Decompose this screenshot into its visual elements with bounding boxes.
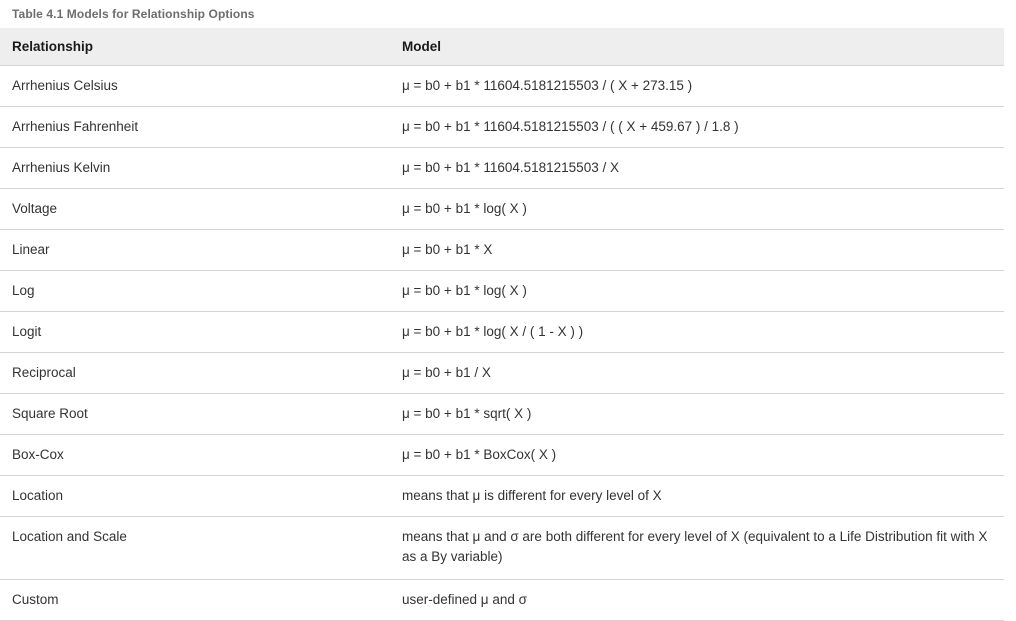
cell-relationship: Arrhenius Celsius: [0, 65, 390, 107]
table-caption: Table 4.1 Models for Relationship Option…: [12, 7, 255, 21]
cell-relationship: Custom: [0, 579, 390, 621]
cell-model: μ = b0 + b1 * log( X ): [390, 188, 1004, 230]
cell-relationship: Linear: [0, 229, 390, 271]
cell-relationship: Arrhenius Fahrenheit: [0, 106, 390, 148]
cell-model: μ = b0 + b1 * BoxCox( X ): [390, 434, 1004, 476]
table-header: Relationship Model: [0, 28, 1004, 66]
cell-model: user-defined μ and σ: [390, 579, 1004, 621]
cell-model: μ = b0 + b1 * sqrt( X ): [390, 393, 1004, 435]
table-header-row: Relationship Model: [0, 28, 1004, 66]
cell-relationship: Location: [0, 475, 390, 517]
cell-relationship: Box-Cox: [0, 434, 390, 476]
cell-model: means that μ and σ are both different fo…: [390, 516, 1004, 580]
column-header-relationship: Relationship: [0, 28, 390, 66]
cell-model: μ = b0 + b1 * 11604.5181215503 / X: [390, 147, 1004, 189]
cell-relationship: Reciprocal: [0, 352, 390, 394]
column-header-model: Model: [390, 28, 1004, 66]
cell-model: μ = b0 + b1 * 11604.5181215503 / ( X + 2…: [390, 65, 1004, 107]
cell-relationship: Arrhenius Kelvin: [0, 147, 390, 189]
cell-model: μ = b0 + b1 / X: [390, 352, 1004, 394]
cell-relationship: Logit: [0, 311, 390, 353]
cell-model: μ = b0 + b1 * log( X ): [390, 270, 1004, 312]
cell-model: μ = b0 + b1 * X: [390, 229, 1004, 271]
cell-model: μ = b0 + b1 * 11604.5181215503 / ( ( X +…: [390, 106, 1004, 148]
cell-model: μ = b0 + b1 * log( X / ( 1 - X ) ): [390, 311, 1004, 353]
cell-relationship: Log: [0, 270, 390, 312]
cell-relationship: Voltage: [0, 188, 390, 230]
cell-relationship: Square Root: [0, 393, 390, 435]
cell-relationship: Location and Scale: [0, 516, 390, 580]
cell-model: means that μ is different for every leve…: [390, 475, 1004, 517]
